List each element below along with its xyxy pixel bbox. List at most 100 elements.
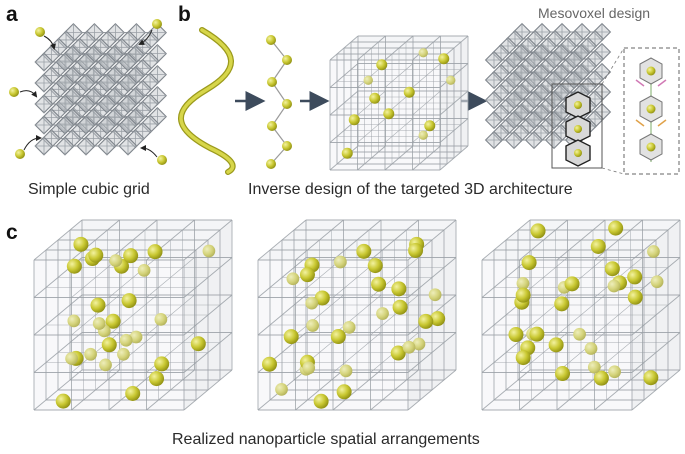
nanoparticle (154, 356, 170, 372)
nanoparticle (529, 326, 545, 342)
nanoparticle (412, 337, 426, 351)
nanoparticle (530, 223, 546, 239)
nanoparticle (202, 244, 216, 258)
nanoparticle (418, 313, 434, 329)
particle (266, 159, 276, 169)
nanoparticle (376, 307, 389, 320)
nanoparticle (650, 275, 664, 289)
nanoparticle (314, 290, 330, 306)
voxel-cube-design (329, 35, 469, 171)
incoming-particles-a (9, 19, 167, 165)
nanoparticle (90, 297, 106, 313)
particle (267, 121, 277, 131)
nanoparticle (403, 86, 415, 98)
nanoparticle (607, 279, 621, 293)
caption-inverse-design: Inverse design of the targeted 3D archit… (248, 181, 573, 198)
nanoparticle (383, 108, 395, 120)
nanoparticle (190, 336, 206, 352)
realized-cube-3 (481, 219, 681, 411)
nanoparticle (73, 236, 89, 252)
nanoparticle (55, 393, 71, 409)
nanoparticle (430, 311, 446, 327)
caption-realized-arrangements: Realized nanoparticle spatial arrangemen… (172, 431, 480, 448)
nanoparticle (363, 75, 373, 85)
nanoparticle (390, 345, 406, 361)
inset-linked-voxels (635, 57, 667, 162)
particle (152, 19, 162, 29)
nanoparticle (647, 245, 660, 258)
nanoparticle (424, 120, 436, 132)
nanoparticle (356, 243, 372, 259)
nanoparticle (428, 288, 442, 302)
nanoparticle (299, 267, 315, 283)
nanoparticle (391, 281, 407, 297)
nanoparticle (154, 313, 168, 326)
nanoparticle (418, 48, 428, 58)
nanoparticle (109, 254, 123, 268)
particle (15, 149, 25, 159)
nanoparticle (521, 255, 537, 271)
panel-label-b: b (178, 3, 191, 26)
particle (282, 141, 292, 151)
nanoparticle (65, 352, 78, 365)
nanoparticle (330, 329, 346, 345)
nanoparticle (147, 244, 163, 260)
nanoparticle (438, 53, 450, 65)
nanoparticle (302, 361, 316, 375)
nanoparticle (554, 296, 570, 312)
nanoparticle (101, 337, 117, 353)
curved-arrow-icon (43, 35, 56, 50)
realized-cube-2 (257, 219, 457, 411)
nanoparticle (306, 319, 320, 332)
nanoparticle (286, 272, 300, 286)
nanoparticle (392, 299, 408, 315)
realized-cube-1 (33, 219, 233, 411)
nanoparticle (369, 92, 381, 104)
nanoparticle (275, 382, 288, 396)
curved-arrow-icon (23, 135, 42, 151)
highlighted-voxel-column (565, 91, 591, 167)
nanoparticle (367, 258, 383, 274)
designed-lattice (484, 22, 612, 150)
particle (157, 155, 167, 165)
nanoparticle (590, 238, 606, 254)
nanoparticle (627, 289, 643, 305)
nanoparticle (117, 347, 130, 361)
nanoparticle (283, 329, 299, 345)
nanoparticle (555, 366, 571, 382)
nanoparticle (548, 337, 564, 353)
particle (267, 77, 277, 87)
nanoparticle (84, 347, 97, 361)
nanoparticle (339, 364, 353, 378)
nanoparticle (408, 242, 424, 258)
curved-arrow-icon (19, 90, 38, 98)
simple-cubic-lattice (34, 23, 167, 156)
nanoparticle (305, 296, 319, 310)
helix-target-shape (178, 27, 236, 175)
nanoparticle (371, 276, 387, 292)
nanoparticle (105, 313, 121, 329)
nanoparticle (515, 287, 531, 303)
nanoparticle (643, 370, 659, 386)
nanoparticle (584, 342, 598, 355)
nanoparticle (88, 247, 104, 263)
nanoparticle (593, 370, 609, 386)
particle (35, 27, 45, 37)
nanoparticle (121, 293, 137, 309)
zoom-region-box (551, 83, 603, 169)
panel-label-a: a (6, 3, 18, 26)
mesovoxel-design-title: Mesovoxel design (538, 5, 651, 21)
nanoparticle (515, 350, 531, 366)
nanoparticle (604, 261, 620, 277)
nanoparticle (342, 321, 356, 334)
nanoparticle (125, 385, 141, 401)
caption-simple-cubic-grid: Simple cubic grid (28, 181, 150, 198)
particle (9, 87, 19, 97)
nanoparticle (564, 276, 580, 292)
nanoparticle (341, 147, 353, 159)
curved-arrow-icon (138, 29, 153, 45)
nanoparticle (129, 330, 143, 344)
nanoparticle (336, 384, 352, 400)
nanoparticle (99, 358, 112, 372)
nanoparticle (627, 269, 643, 285)
